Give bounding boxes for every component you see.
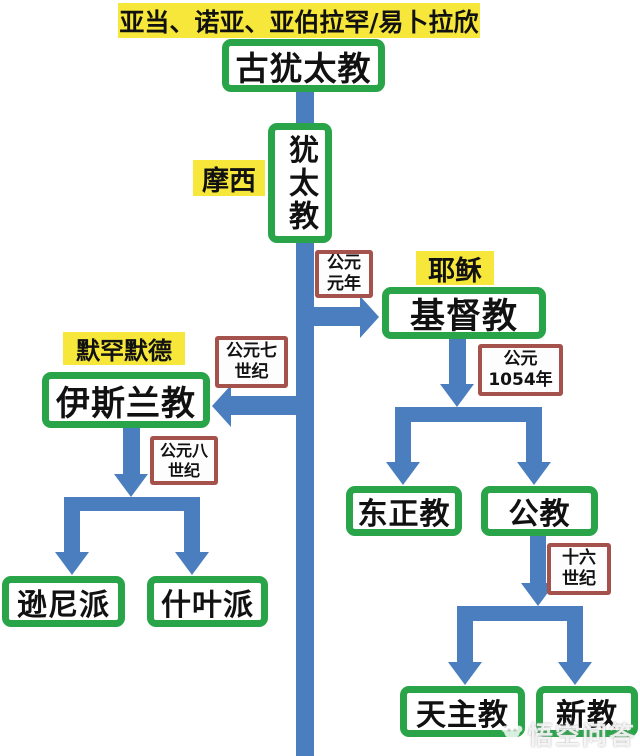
split-christianity-left-head — [386, 462, 420, 485]
label-muhammad: 默罕默德 — [63, 332, 185, 365]
split-islam-right-head — [175, 552, 209, 575]
watermark: 悟空问答 — [500, 716, 636, 752]
split-islam-left-head — [55, 552, 89, 575]
node-shia: 什叶派 — [147, 576, 268, 627]
split-catholic-bar — [457, 606, 583, 621]
date-line: 世纪 — [562, 569, 596, 589]
monkey-icon — [500, 719, 524, 749]
arrow-christianity-down-body — [449, 338, 466, 385]
split-islam-right-arm — [184, 509, 200, 553]
label-jesus: 耶稣 — [416, 251, 494, 287]
split-catholic-left-head — [448, 662, 482, 685]
node-catholic-church: 公教 — [481, 486, 598, 536]
split-christianity-bar — [395, 407, 542, 422]
date-line: 十六 — [562, 547, 596, 568]
split-christianity-left-arm — [395, 420, 411, 463]
arrow-to-christianity-body — [305, 307, 361, 326]
label-moses: 摩西 — [193, 160, 265, 197]
date-line: 世纪 — [234, 362, 269, 382]
split-catholic-right-head — [558, 662, 592, 685]
date-line: 公元八 — [159, 440, 208, 460]
date-ad-1054: 公元 1054年 — [478, 344, 563, 396]
node-islam: 伊斯兰教 — [42, 372, 210, 428]
date-line: 元年 — [327, 274, 361, 294]
date-line: 公元七 — [226, 340, 277, 361]
date-8th-century: 公元八 世纪 — [150, 436, 218, 485]
split-catholic-left-arm — [457, 619, 473, 663]
node-judaism: 犹太教 — [268, 123, 332, 243]
split-christianity-right-head — [517, 462, 551, 485]
date-7th-century: 公元七 世纪 — [215, 336, 288, 388]
watermark-text: 悟空问答 — [527, 721, 636, 750]
trunk-line — [296, 90, 314, 756]
arrow-to-christianity-head — [360, 296, 379, 338]
date-16th-century: 十六 世纪 — [547, 543, 611, 595]
date-line: 1054年 — [488, 370, 553, 390]
date-line: 公元 — [327, 252, 361, 273]
arrow-catholic-down-body — [530, 536, 546, 584]
node-eastern-orthodox: 东正教 — [346, 486, 462, 536]
arrow-to-islam-head — [212, 385, 231, 427]
split-christianity-right-arm — [526, 420, 542, 463]
split-islam-left-arm — [64, 509, 80, 553]
split-islam-bar — [64, 497, 200, 511]
node-christianity: 基督教 — [382, 287, 546, 339]
banner-prophets: 亚当、诺亚、亚伯拉罕/易卜拉欣 — [118, 3, 480, 38]
split-catholic-right-arm — [567, 619, 583, 663]
arrow-islam-down-head — [114, 474, 148, 497]
node-ancient-judaism: 古犹太教 — [222, 39, 385, 92]
arrow-catholic-down-head — [521, 583, 555, 606]
node-protestantism: 新教 — [536, 686, 638, 737]
arrow-christianity-down-head — [440, 384, 474, 407]
arrow-to-islam-body — [231, 396, 314, 415]
date-line: 世纪 — [167, 460, 200, 480]
arrow-islam-down-body — [123, 428, 140, 475]
node-sunni: 逊尼派 — [2, 576, 125, 627]
date-line: 公元 — [503, 348, 538, 369]
date-ad-1: 公元 元年 — [315, 250, 373, 298]
